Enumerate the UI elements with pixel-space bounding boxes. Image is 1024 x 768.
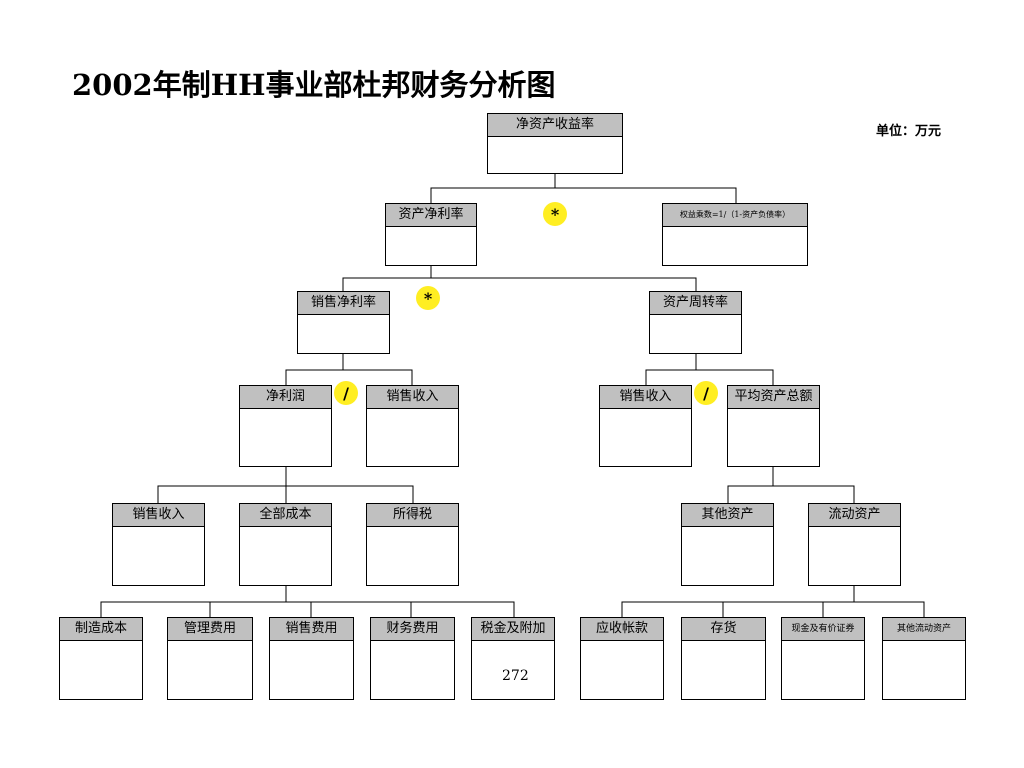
node-taxes-surcharges-label: 税金及附加 [472,618,554,641]
page-title: 2002年制HH事业部杜邦财务分析图 [72,68,556,102]
node-admin-expense-label: 管理费用 [168,618,252,641]
node-inventory-label: 存货 [682,618,765,641]
node-other-current-assets-label: 其他流动资产 [883,618,965,641]
node-sales-revenue-label: 销售收入 [367,386,458,409]
node-sales-revenue-label: 销售收入 [113,504,204,527]
node-receivables: 应收帐款 [580,617,664,700]
node-income-tax: 所得税 [366,503,459,586]
node-selling-expense-label: 销售费用 [270,618,353,641]
node-financial-expense-label: 财务费用 [371,618,454,641]
node-net-profit: 净利润 [239,385,332,467]
node-admin-expense: 管理费用 [167,617,253,700]
node-current-assets-label: 流动资产 [809,504,900,527]
node-total-cost-label: 全部成本 [240,504,331,527]
node-equity-multiplier-label: 权益乘数=1/（1-资产负债率） [663,204,807,227]
node-taxes-surcharges: 税金及附加 [471,617,555,700]
node-roa-label: 资产净利率 [386,204,476,227]
node-net-profit-label: 净利润 [240,386,331,409]
multiply-operator: * [416,286,440,310]
unit-label: 单位：万元 [876,124,942,139]
divide-operator: / [334,381,358,405]
node-other-assets: 其他资产 [681,503,774,586]
node-other-assets-label: 其他资产 [682,504,773,527]
node-asset-turnover-label: 资产周转率 [650,292,741,315]
node-other-current-assets: 其他流动资产 [882,617,966,700]
node-net-margin-label: 销售净利率 [298,292,389,315]
node-sales-revenue-label: 销售收入 [600,386,691,409]
node-avg-total-assets-label: 平均资产总额 [728,386,819,409]
node-selling-expense: 销售费用 [269,617,354,700]
node-avg-total-assets: 平均资产总额 [727,385,820,467]
node-roe-label: 净资产收益率 [488,114,622,137]
node-asset-turnover: 资产周转率 [649,291,742,354]
node-equity-multiplier: 权益乘数=1/（1-资产负债率） [662,203,808,266]
node-income-tax-label: 所得税 [367,504,458,527]
node-sales-revenue: 销售收入 [599,385,692,467]
node-receivables-label: 应收帐款 [581,618,663,641]
node-sales-revenue: 销售收入 [112,503,205,586]
divide-operator: / [694,381,718,405]
node-financial-expense: 财务费用 [370,617,455,700]
node-cash-securities-label: 现金及有价证券 [782,618,864,641]
node-sales-revenue: 销售收入 [366,385,459,467]
multiply-operator: * [543,202,567,226]
node-inventory: 存货 [681,617,766,700]
node-roe: 净资产收益率 [487,113,623,174]
node-roa: 资产净利率 [385,203,477,266]
page-number: 272 [502,668,529,684]
node-manufacturing-cost-label: 制造成本 [60,618,142,641]
node-current-assets: 流动资产 [808,503,901,586]
node-cash-securities: 现金及有价证券 [781,617,865,700]
node-manufacturing-cost: 制造成本 [59,617,143,700]
node-net-margin: 销售净利率 [297,291,390,354]
node-total-cost: 全部成本 [239,503,332,586]
